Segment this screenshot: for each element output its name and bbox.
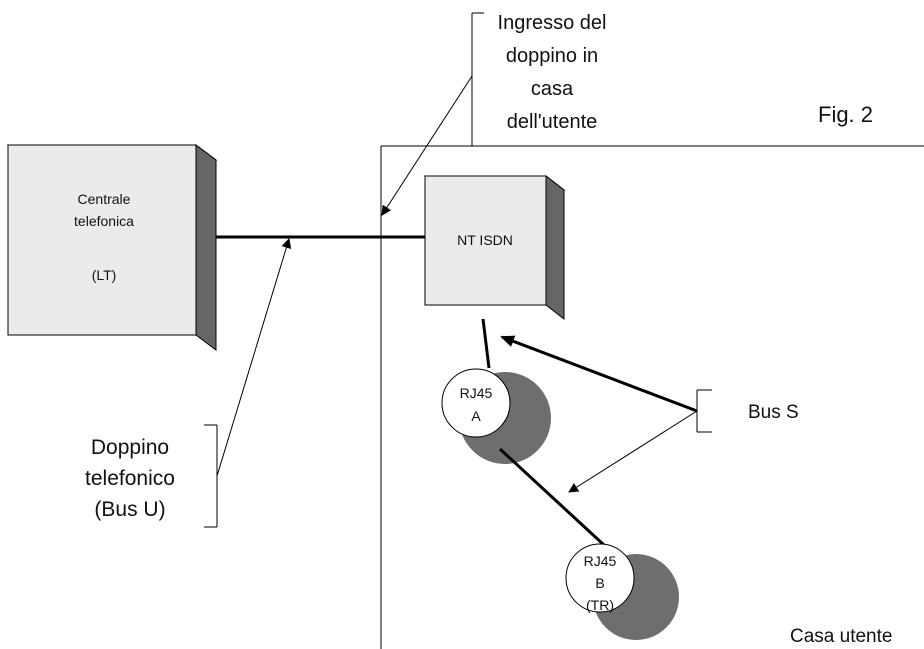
central-office-label-3: (LT): [92, 267, 117, 283]
socket-a: RJ45 A: [441, 368, 551, 464]
central-office-label-2: telefonica: [74, 213, 134, 229]
entry-annotation-line-3: casa: [531, 78, 574, 100]
bus-s-annotation: Bus S: [500, 335, 799, 493]
nt-isdn-label: NT ISDN: [457, 232, 513, 248]
entry-annotation-line-1: Ingresso del: [498, 12, 607, 34]
socket-a-label-1: RJ45: [460, 385, 493, 401]
nt-front-face: [424, 175, 547, 306]
nt-side-face: [545, 174, 565, 321]
bus-s-pointer-arrow-nt: [500, 335, 698, 413]
central-office-label-1: Centrale: [78, 191, 131, 207]
socket-b-face: [565, 543, 635, 613]
bus-s-pointer-arrow-wire: [568, 410, 698, 493]
entry-pointer-arrow: [381, 75, 473, 216]
socket-a-to-socket-b-wire: [498, 447, 606, 547]
central-office-front-face: [7, 144, 197, 336]
home-area-label: Casa utente: [790, 626, 892, 647]
socket-a-face: [441, 368, 511, 438]
bus-s-label: Bus S: [748, 402, 799, 423]
bus-u-label-line-1: Doppino: [91, 436, 169, 459]
entry-annotation: Ingresso del doppino in casa dell'utente: [381, 12, 607, 216]
bus-u-label-line-2: telefonico: [85, 467, 175, 490]
nt-isdn-box: NT ISDN: [423, 174, 566, 321]
central-office-box: Centrale telefonica (LT): [6, 144, 218, 351]
entry-annotation-line-4: dell'utente: [507, 111, 598, 133]
socket-b-label-3: (TR): [586, 597, 614, 613]
socket-b: RJ45 B (TR): [565, 543, 679, 640]
socket-a-label-2: A: [471, 408, 481, 424]
figure-label: Fig. 2: [818, 102, 873, 127]
bus-u-label-line-3: (Bus U): [94, 498, 165, 521]
socket-b-label-1: RJ45: [584, 553, 617, 569]
bus-u-pointer-arrow: [216, 238, 292, 477]
entry-annotation-line-2: doppino in: [506, 45, 598, 67]
socket-b-label-2: B: [595, 575, 604, 591]
nt-to-socket-a-wire: [481, 318, 491, 369]
central-office-side-face: [195, 144, 217, 351]
twisted-pair-annotation: Doppino telefonico (Bus U): [85, 238, 292, 528]
